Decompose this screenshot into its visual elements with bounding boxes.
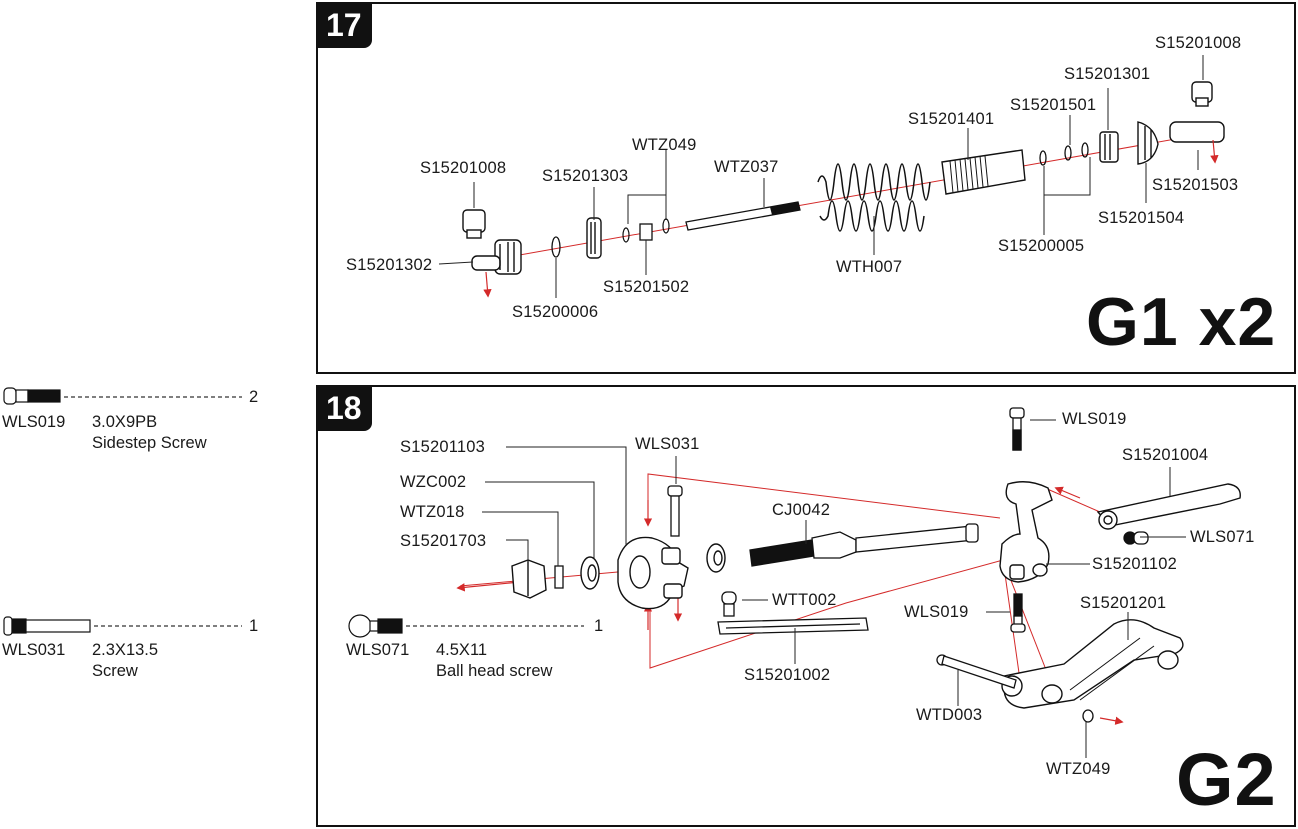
pin-wtd003 bbox=[936, 654, 1017, 689]
step-17-panel: 17 bbox=[316, 2, 1296, 374]
screw-wls019-mid bbox=[1010, 593, 1026, 633]
label-wth007: WTH007 bbox=[836, 258, 903, 276]
shock-lower-end-part bbox=[462, 209, 522, 275]
screw-wls019-top bbox=[1009, 407, 1025, 451]
label-wtz018: WTZ018 bbox=[400, 503, 465, 521]
label-s15201703: S15201703 bbox=[400, 532, 487, 550]
hardware-wls031-qty: 1 bbox=[249, 617, 259, 635]
hardware-wls019-icon bbox=[3, 387, 61, 405]
link-rod-s15201002 bbox=[717, 617, 869, 635]
step18-leader-lines bbox=[482, 419, 1186, 758]
label-wls071-18: WLS071 bbox=[1190, 528, 1255, 546]
step-18-badge: 18 bbox=[316, 385, 372, 431]
label-s15201504: S15201504 bbox=[1098, 209, 1185, 227]
group-tag-g2: G2 bbox=[1176, 738, 1277, 821]
label-s15201302: S15201302 bbox=[346, 256, 433, 274]
hardware-wls071-size: 4.5X11 bbox=[436, 641, 488, 659]
label-wtz049-18: WTZ049 bbox=[1046, 760, 1111, 778]
a-arm-s15201201 bbox=[1001, 619, 1184, 709]
label-s15201008-top: S15201008 bbox=[1155, 34, 1242, 52]
shock-upper-end-part bbox=[1169, 81, 1225, 143]
lower-cap-s15201303 bbox=[586, 217, 602, 259]
hardware-wls031-desc: Screw bbox=[92, 662, 138, 680]
hardware-wls031-size: 2.3X13.5 bbox=[92, 641, 159, 659]
label-s15201103: S15201103 bbox=[400, 438, 485, 456]
clip-wtz049 bbox=[1082, 709, 1094, 723]
label-wls019-mid: WLS019 bbox=[904, 603, 969, 621]
step17-leader-lines bbox=[438, 55, 1204, 298]
step-18-panel: 18 bbox=[316, 385, 1296, 827]
hardware-wls071-qty: 1 bbox=[594, 617, 604, 635]
hex-s15201703 bbox=[511, 559, 547, 599]
hardware-wls019-size: 3.0X9PB bbox=[92, 413, 158, 431]
label-s15201201: S15201201 bbox=[1080, 594, 1167, 612]
label-wtz037: WTZ037 bbox=[714, 158, 779, 176]
label-wtd003: WTD003 bbox=[916, 706, 983, 724]
hardware-wls031-icon bbox=[3, 616, 91, 636]
hardware-wls031-code: WLS031 bbox=[2, 641, 66, 659]
hardware-wls019-desc: Sidestep Screw bbox=[92, 434, 207, 452]
upper-cap-s15201301 bbox=[1099, 131, 1119, 163]
bearing-wzc002 bbox=[580, 556, 600, 590]
label-s15200005: S15200005 bbox=[998, 237, 1085, 255]
label-wtz049-17: WTZ049 bbox=[632, 136, 697, 154]
axle-cj0042 bbox=[749, 523, 979, 567]
steering-arm-s15201004 bbox=[1096, 483, 1241, 530]
label-s15200006: S15200006 bbox=[512, 303, 599, 321]
oring-s15200006 bbox=[551, 236, 561, 258]
hardware-wls019-code: WLS019 bbox=[2, 413, 66, 431]
label-wtt002: WTT002 bbox=[772, 591, 837, 609]
label-cj0042: CJ0042 bbox=[772, 501, 831, 519]
hardware-wls071-code: WLS071 bbox=[346, 641, 410, 659]
label-s15201501: S15201501 bbox=[1010, 96, 1097, 114]
orings-s15200005 bbox=[1039, 142, 1089, 166]
label-s15201004: S15201004 bbox=[1122, 446, 1209, 464]
ball-wtt002 bbox=[721, 591, 737, 617]
label-s15201502: S15201502 bbox=[603, 278, 690, 296]
bearing-cj0042-side bbox=[706, 543, 726, 573]
label-s15201301: S15201301 bbox=[1064, 65, 1151, 83]
shock-body-s15201401 bbox=[941, 149, 1026, 195]
label-wzc002: WZC002 bbox=[400, 473, 467, 491]
label-s15201401: S15201401 bbox=[908, 110, 995, 128]
group-tag-g1x2: G1 x2 bbox=[1086, 284, 1277, 360]
hardware-wls019-qty: 2 bbox=[249, 388, 259, 406]
label-s15201102: S15201102 bbox=[1092, 555, 1177, 573]
hardware-wls071-icon bbox=[348, 614, 403, 638]
label-s15201002: S15201002 bbox=[744, 666, 831, 684]
spring-wth007 bbox=[817, 163, 931, 232]
label-s15201503: S15201503 bbox=[1152, 176, 1239, 194]
label-s15201008-left: S15201008 bbox=[420, 159, 507, 177]
upper-cap-s15201504 bbox=[1137, 121, 1159, 165]
screw-wls031 bbox=[667, 485, 683, 537]
label-s15201303: S15201303 bbox=[542, 167, 629, 185]
pin-wtz018 bbox=[554, 565, 564, 589]
shock-shaft-wtz037 bbox=[685, 201, 801, 231]
step-17-badge: 17 bbox=[316, 2, 372, 48]
label-wls031: WLS031 bbox=[635, 435, 700, 453]
label-wls019-top: WLS019 bbox=[1062, 410, 1127, 428]
hub-s15201103 bbox=[617, 536, 689, 610]
ball-screw-wls071-step bbox=[1123, 531, 1149, 545]
hardware-wls071-desc: Ball head screw bbox=[436, 662, 553, 680]
knuckle-s15201102 bbox=[999, 481, 1053, 583]
